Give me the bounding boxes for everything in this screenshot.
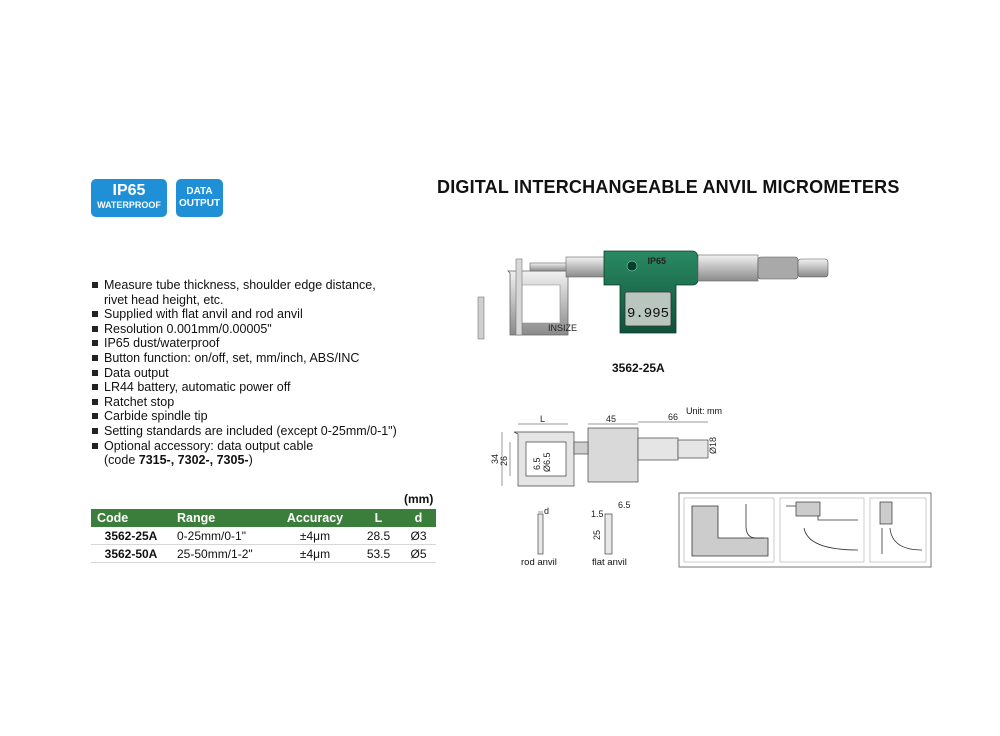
table-header-row: Code Range Accuracy L d [91, 509, 436, 527]
feature-list: Measure tube thickness, shoulder edge di… [91, 278, 397, 468]
cell-d: Ø3 [401, 527, 436, 545]
rod-anvil-d: d [544, 506, 549, 516]
flat-anvil-drawing: 6.5 1.5 25 [591, 500, 631, 555]
col-header-accuracy: Accuracy [274, 509, 356, 527]
svg-text:INSIZE: INSIZE [548, 323, 577, 333]
dim-l: L [540, 414, 545, 424]
col-header-code: Code [91, 509, 171, 527]
feature-item: Ratchet stop [91, 395, 397, 410]
flat-anvil-25: 25 [592, 530, 602, 540]
flat-anvil-1-5: 1.5 [591, 509, 604, 519]
feature-item: Supplied with flat anvil and rod anvil [91, 307, 397, 322]
feature-item: Carbide spindle tip [91, 409, 397, 424]
col-header-l: L [356, 509, 401, 527]
application-diagram-rivet [869, 497, 927, 563]
dim-6-5: 6.5 [532, 457, 542, 470]
dim-26: 26 [499, 456, 509, 466]
feature-item: Button function: on/off, set, mm/inch, A… [91, 351, 397, 366]
flat-anvil-label: flat anvil [592, 557, 627, 568]
feature-item: Optional accessory: data output cable(co… [91, 439, 397, 468]
data-output-badge: DATA OUTPUT [176, 179, 223, 217]
feature-item: Resolution 0.001mm/0.00005" [91, 322, 397, 337]
cell-accuracy: ±4μm [274, 544, 356, 563]
col-header-d: d [401, 509, 436, 527]
table-unit-label: (mm) [404, 492, 434, 506]
dimension-drawing: L 45 66 Ø18 34 26 6.5 Ø6.5 [490, 412, 718, 487]
cell-d: Ø5 [401, 544, 436, 563]
feature-item: IP65 dust/waterproof [91, 336, 397, 351]
table-row: 3562-25A 0-25mm/0-1" ±4μm 28.5 Ø3 [91, 527, 436, 545]
application-diagram-shoulder [779, 497, 865, 563]
dim-66: 66 [668, 412, 678, 422]
data-label: DATA [186, 186, 213, 197]
feature-item: Data output [91, 366, 397, 381]
cell-accuracy: ±4μm [274, 527, 356, 545]
cell-range: 25-50mm/1-2" [171, 544, 274, 563]
page-title: DIGITAL INTERCHANGEABLE ANVIL MICROMETER… [437, 177, 900, 197]
feature-item: LR44 battery, automatic power off [91, 380, 397, 395]
drawing-unit-label: Unit: mm [686, 406, 722, 416]
cell-range: 0-25mm/0-1" [171, 527, 274, 545]
display-reading: 9.995 [627, 306, 669, 322]
rod-anvil-drawing: d [537, 506, 549, 555]
cell-code: 3562-50A [91, 544, 171, 563]
output-label: OUTPUT [178, 198, 221, 209]
product-caption: 3562-25A [612, 361, 665, 375]
ip65-label: IP65 [112, 182, 146, 199]
micrometer-product-image: INSIZE IP65 9.995 [477, 250, 829, 340]
dim-o6-5: Ø6.5 [542, 452, 552, 472]
col-header-range: Range [171, 509, 274, 527]
feature-item: Setting standards are included (except 0… [91, 424, 397, 439]
rod-anvil-label: rod anvil [521, 557, 557, 568]
application-diagrams [678, 492, 932, 568]
cell-code: 3562-25A [91, 527, 171, 545]
cell-l: 28.5 [356, 527, 401, 545]
spec-table: Code Range Accuracy L d 3562-25A 0-25mm/… [91, 509, 436, 563]
cell-l: 53.5 [356, 544, 401, 563]
dim-45: 45 [606, 414, 616, 424]
table-row: 3562-50A 25-50mm/1-2" ±4μm 53.5 Ø5 [91, 544, 436, 563]
flat-anvil-6-5: 6.5 [618, 500, 631, 510]
dim-o18: Ø18 [708, 437, 718, 454]
ip65-waterproof-badge: IP65 WATERPROOF [91, 179, 167, 217]
display-ip-label: IP65 [647, 256, 666, 266]
application-diagram-tube [683, 497, 775, 563]
waterproof-label: WATERPROOF [97, 200, 161, 210]
dim-34: 34 [490, 454, 500, 464]
feature-item: Measure tube thickness, shoulder edge di… [91, 278, 397, 307]
